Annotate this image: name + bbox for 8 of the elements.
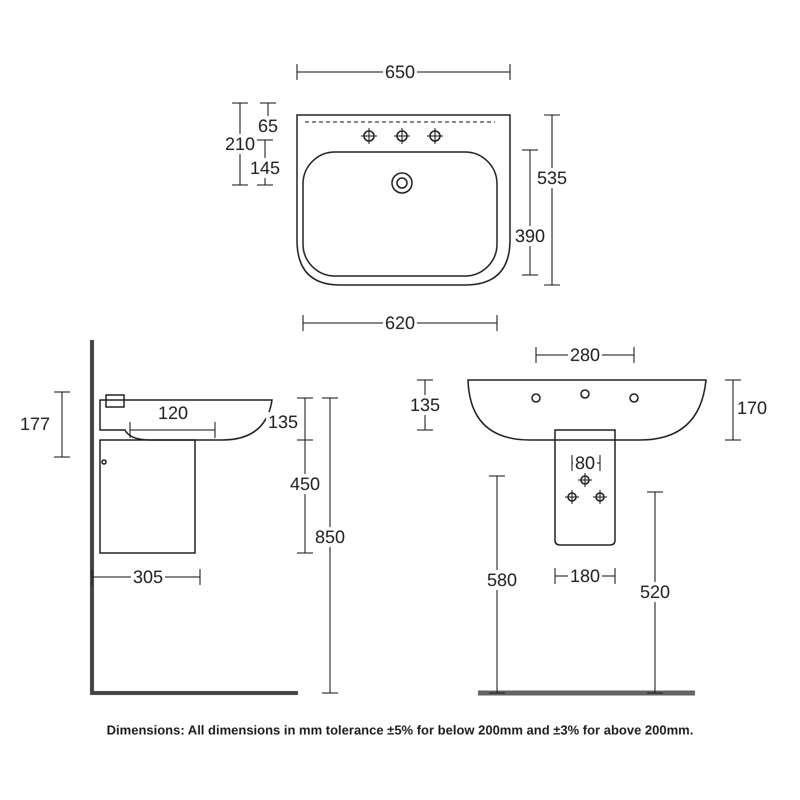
dimension-label: 535 [534, 168, 570, 188]
dimension-label: 580 [484, 570, 520, 590]
caption: Dimensions: All dimensions in mm tolerance ±5% for below 200mm and ±3% for above 200mm. [106, 722, 694, 738]
dimension-label: 520 [638, 582, 672, 602]
dimension-label: 390 [512, 226, 548, 246]
dimension-label: 450 [288, 474, 322, 494]
dimension-label: 850 [312, 527, 348, 547]
dimension-label: 210 [222, 134, 258, 154]
